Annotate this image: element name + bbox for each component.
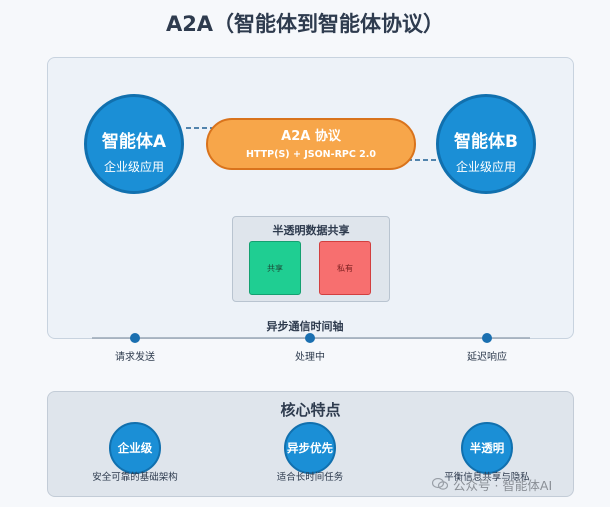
feature-enterprise-badge: 企业级 bbox=[109, 422, 161, 474]
data-sharing-box: 半透明数据共享 共享 私有 bbox=[232, 216, 390, 302]
feature-translucent-badge: 半透明 bbox=[461, 422, 513, 474]
timeline-dot-processing bbox=[305, 333, 315, 343]
shared-data-block: 共享 bbox=[249, 241, 301, 295]
agent-a-name: 智能体A bbox=[101, 132, 167, 152]
watermark-text: 公众号 · 智能体AI bbox=[453, 477, 553, 493]
feature-async-desc: 适合长时间任务 bbox=[276, 472, 344, 483]
protocol-title: A2A 协议 bbox=[281, 129, 341, 144]
private-data-block: 私有 bbox=[319, 241, 371, 295]
agent-a-node: 智能体A 企业级应用 bbox=[84, 94, 184, 194]
timeline-dot-response bbox=[482, 333, 492, 343]
protocol-subtitle: HTTP(S) + JSON-RPC 2.0 bbox=[246, 149, 376, 160]
feature-translucent-desc: 平衡信息共享与隐私 bbox=[444, 472, 530, 483]
agent-b-node: 智能体B 企业级应用 bbox=[436, 94, 536, 194]
feature-async-badge: 异步优先 bbox=[284, 422, 336, 474]
agent-b-subtitle: 企业级应用 bbox=[455, 160, 516, 174]
data-sharing-title: 半透明数据共享 bbox=[272, 224, 350, 237]
timeline-dot-request bbox=[130, 333, 140, 343]
timeline-label-request: 请求发送 bbox=[115, 352, 155, 363]
wechat-icon bbox=[431, 477, 449, 490]
timeline-title: 异步通信时间轴 bbox=[266, 320, 344, 333]
watermark: 公众号 · 智能体AI bbox=[431, 474, 604, 494]
page-title: A2A（智能体到智能体协议） bbox=[165, 12, 445, 36]
timeline-label-response: 延迟响应 bbox=[467, 352, 507, 363]
feature-enterprise-desc: 安全可靠的基础架构 bbox=[92, 472, 178, 483]
features-title: 核心特点 bbox=[280, 401, 341, 419]
protocol-pill: A2A 协议 HTTP(S) + JSON-RPC 2.0 bbox=[206, 118, 416, 170]
timeline-label-processing: 处理中 bbox=[295, 352, 325, 363]
agent-b-name: 智能体B bbox=[454, 132, 518, 152]
agent-a-subtitle: 企业级应用 bbox=[103, 160, 164, 174]
